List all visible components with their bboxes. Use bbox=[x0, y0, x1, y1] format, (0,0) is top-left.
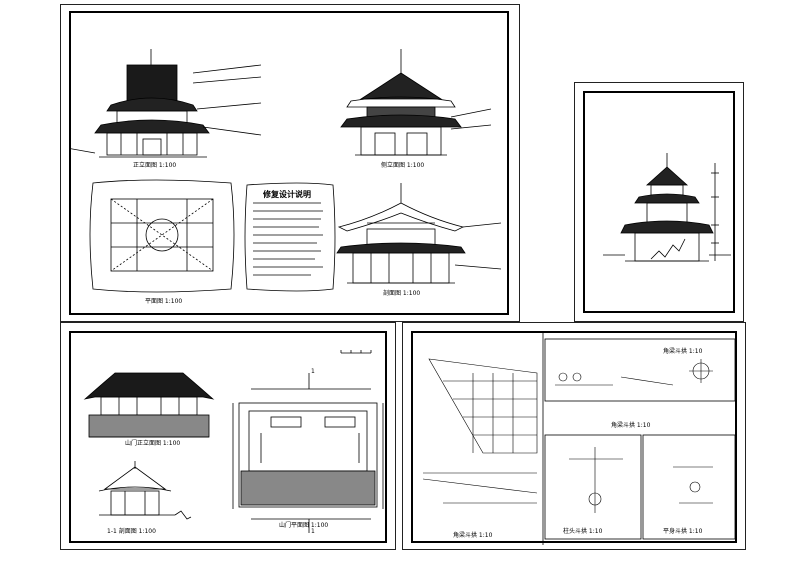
plan-caption: 平面图 1:100 bbox=[145, 298, 183, 305]
notes-title: 修复设计说明 bbox=[263, 190, 311, 199]
bracket-b-caption: 角梁斗拱 1:10 bbox=[611, 422, 651, 429]
gate-plan bbox=[232, 373, 384, 533]
side-elevation-caption: 侧立面图 1:100 bbox=[381, 162, 425, 169]
grid-marker-top: 1 bbox=[311, 368, 315, 375]
bracket-a-caption: 角梁斗拱 1:10 bbox=[453, 532, 493, 539]
drawing-sheet-pavilion: 正立面图 1:100 侧立面图 1:100 剖面图 1:100 平面图 1:10… bbox=[60, 4, 520, 322]
sheet-frame: 角梁斗拱 1:10 角梁斗拱 1:10 柱头斗拱 1:10 平身斗拱 1:10 … bbox=[411, 331, 737, 545]
drawing-sheet-brackets: 角梁斗拱 1:10 角梁斗拱 1:10 柱头斗拱 1:10 平身斗拱 1:10 … bbox=[402, 322, 746, 550]
section-caption: 剖面图 1:100 bbox=[383, 290, 421, 297]
gate-plan-caption: 山门平面图 1:100 bbox=[279, 522, 329, 529]
bracket-details bbox=[555, 359, 713, 513]
pavilion-section-drawing bbox=[603, 153, 731, 262]
sheet-frame bbox=[583, 91, 735, 313]
bracket-drawings bbox=[422, 333, 736, 545]
front-elevation-caption: 正立面图 1:100 bbox=[133, 162, 177, 169]
notes-frame bbox=[244, 182, 336, 292]
sheet-frame: 山门正立面图 1:100 1-1 剖面图 1:100 山门平面图 1:100 1… bbox=[69, 331, 387, 543]
bracket-c-caption: 柱头斗拱 1:10 bbox=[563, 528, 603, 535]
drawing-sheet-pavilion-section bbox=[574, 82, 744, 322]
drawing-sheet-gate: 山门正立面图 1:100 1-1 剖面图 1:100 山门平面图 1:100 1… bbox=[60, 322, 396, 550]
bracket-e-caption: 角梁斗拱 1:10 bbox=[663, 348, 703, 355]
side-elevation bbox=[340, 49, 492, 156]
gate-elevation-caption: 山门正立面图 1:100 bbox=[125, 440, 181, 447]
scale-bar bbox=[340, 350, 372, 354]
bracket-ceiling-grid bbox=[422, 358, 538, 504]
pavilion-drawings bbox=[71, 49, 502, 293]
gate-elevation bbox=[83, 372, 215, 438]
grid-marker-bottom: 1 bbox=[311, 528, 315, 535]
floor-plan bbox=[89, 179, 235, 293]
section-view bbox=[336, 183, 502, 284]
gate-section bbox=[98, 461, 192, 520]
gate-drawings bbox=[83, 350, 384, 533]
gate-section-caption: 1-1 剖面图 1:100 bbox=[107, 528, 156, 535]
front-elevation bbox=[71, 49, 262, 158]
sheet-frame: 正立面图 1:100 侧立面图 1:100 剖面图 1:100 平面图 1:10… bbox=[69, 11, 509, 315]
bracket-d-caption: 平身斗拱 1:10 bbox=[663, 528, 703, 535]
